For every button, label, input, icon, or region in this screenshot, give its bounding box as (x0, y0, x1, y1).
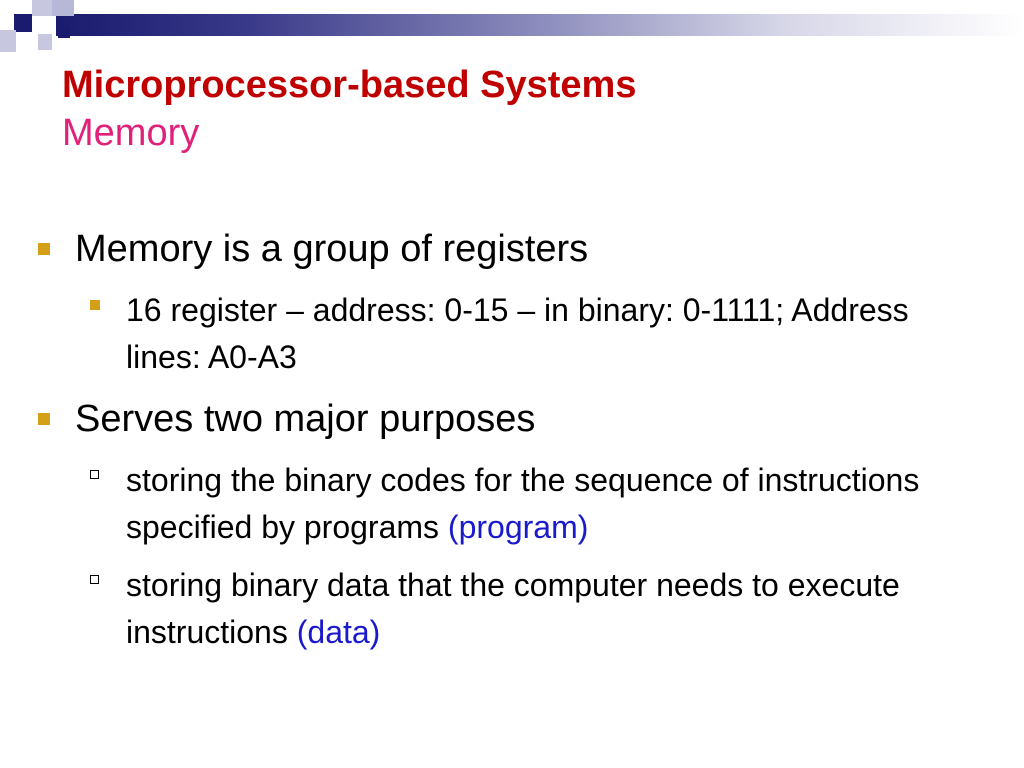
bullet-text: Serves two major purposes (75, 398, 536, 440)
decor-square-lavender (38, 34, 52, 50)
hollow-square-bullet-icon (90, 575, 99, 584)
hollow-square-bullet-icon (90, 470, 99, 479)
header-gradient-band (56, 14, 1024, 36)
decor-square-lavender (52, 0, 74, 16)
sub-bullet-text: storing binary data that the computer ne… (126, 562, 926, 656)
square-bullet-icon (38, 243, 50, 255)
decor-square-navy (14, 14, 32, 32)
sub-bullet-accent-text: (program) (447, 509, 589, 545)
decor-square-lavender (0, 30, 16, 52)
title-block: Microprocessor-based Systems Memory (62, 62, 636, 158)
header-decoration (0, 0, 1024, 52)
sub-bullet-main-text: storing binary data that the computer ne… (126, 567, 900, 650)
slide-title: Microprocessor-based Systems (62, 64, 637, 106)
square-bullet-icon (38, 413, 50, 425)
decor-square-navy (58, 26, 70, 38)
sub-bullet-text: 16 register – address: 0-15 – in binary:… (126, 292, 909, 375)
sub-bullet-main-text: storing the binary codes for the sequenc… (126, 462, 920, 545)
decor-square-lavender (32, 0, 52, 16)
bullet-text: Memory is a group of registers (75, 228, 589, 270)
slide-subtitle: Memory (62, 112, 200, 154)
sub-bullet-accent-text: (data) (296, 614, 381, 650)
sub-bullet-text: storing the binary codes for the sequenc… (126, 457, 926, 551)
square-bullet-icon (90, 300, 100, 310)
